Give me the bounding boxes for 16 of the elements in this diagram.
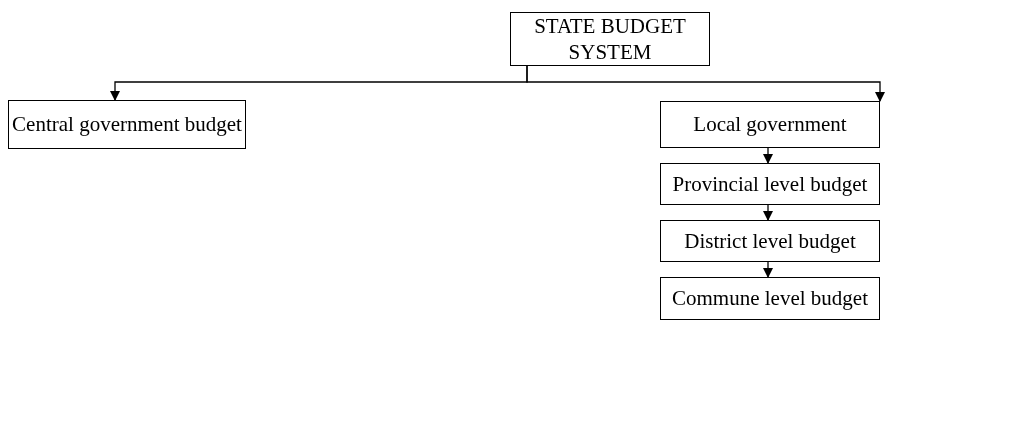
process-box xyxy=(8,100,246,149)
process-box xyxy=(660,163,880,205)
process-box xyxy=(660,277,880,320)
arrow xyxy=(763,261,773,278)
box-label: Provincial level budget xyxy=(672,170,868,198)
process-box xyxy=(660,101,880,148)
box-label: Central government budget xyxy=(12,111,242,138)
box-label: Commune level budget xyxy=(672,285,868,312)
process-box xyxy=(660,220,880,262)
arrow xyxy=(763,204,773,221)
box-label: STATE BUDGET SYSTEM xyxy=(533,12,687,66)
process-box xyxy=(510,12,710,66)
box-label: District level budget xyxy=(684,227,856,255)
arrow xyxy=(526,65,885,102)
box-label: Local government xyxy=(693,111,847,138)
arrow xyxy=(763,147,773,164)
